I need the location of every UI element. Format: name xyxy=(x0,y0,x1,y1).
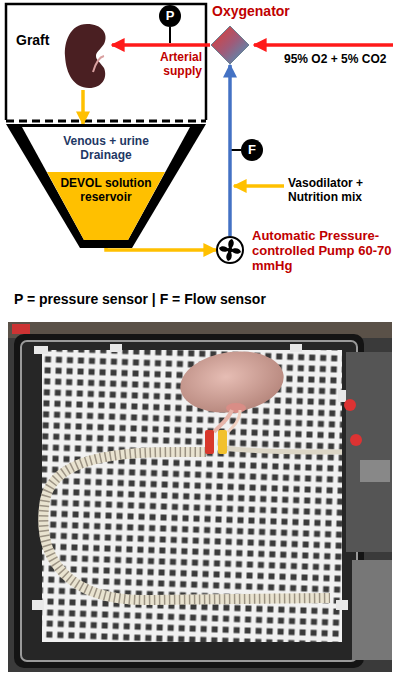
clip xyxy=(290,344,302,352)
node-text: DEVOL solution reservoir xyxy=(54,176,158,204)
line-label: Arterial supply xyxy=(138,50,202,78)
red-connector xyxy=(205,430,214,454)
kidney-outline xyxy=(65,24,106,88)
drainage-funnel: Venous + urine DrainageDEVOL solution re… xyxy=(6,124,206,248)
node-text: F xyxy=(241,139,263,161)
clip xyxy=(32,600,44,610)
flow-arrow xyxy=(81,90,85,124)
flow-arrow xyxy=(228,65,232,236)
bench-item xyxy=(12,324,30,334)
kidney-photo xyxy=(176,345,287,419)
graft-kidney: Graft xyxy=(62,22,112,90)
device xyxy=(352,560,392,660)
ureter xyxy=(228,410,240,432)
additive-label: Vasodilator + Nutrition mix xyxy=(288,176,392,204)
clip xyxy=(34,346,48,354)
kidney-shape xyxy=(62,22,112,90)
node-text: P xyxy=(159,5,181,27)
red-cap xyxy=(344,399,356,411)
node-text: Graft xyxy=(16,32,49,48)
red-cap xyxy=(350,434,362,446)
oxygenator-diamond xyxy=(210,25,250,65)
funnel-wall xyxy=(6,124,206,248)
additive-arrow xyxy=(234,184,284,188)
funnel-inside xyxy=(22,127,190,240)
sensor-key: P = pressure sensor | F = Flow sensor xyxy=(14,291,266,307)
node-text: Venous + urine Drainage xyxy=(46,134,166,162)
sensor-lead xyxy=(169,27,171,43)
pump-icon xyxy=(216,236,244,264)
oxygenator: Oxygenator xyxy=(210,25,250,65)
equipment xyxy=(346,352,392,552)
kidney-vessel xyxy=(93,56,104,72)
tray-wall xyxy=(21,341,357,661)
solution-fill xyxy=(47,172,165,240)
photo-ground xyxy=(8,322,392,672)
hilum xyxy=(226,403,246,413)
gas-label: 95% O2 + 5% CO2 xyxy=(284,52,386,66)
sensor-lead xyxy=(231,149,241,151)
photo xyxy=(8,322,392,672)
fitting xyxy=(360,460,390,482)
diamond-shape xyxy=(211,26,249,64)
fan-hub xyxy=(228,248,233,253)
pressure-sensor: P xyxy=(159,5,181,27)
tube-ribs xyxy=(43,452,330,600)
yellow-connector xyxy=(218,430,227,454)
clip xyxy=(336,600,348,610)
tray xyxy=(14,334,364,668)
cannula-tube xyxy=(43,452,330,600)
drain-grid xyxy=(6,120,206,123)
pump-casing xyxy=(217,237,243,263)
solution-reservoir: DEVOL solution reservoir xyxy=(47,172,165,240)
gas-supply-arrow xyxy=(254,43,393,47)
graft-chamber xyxy=(6,4,206,120)
flow-sensor: F xyxy=(241,139,263,161)
node-text: Oxygenator xyxy=(212,3,290,19)
tube xyxy=(222,448,342,452)
pump: Automatic Pressure-controlled Pump 60-70… xyxy=(216,236,244,264)
node-text: Automatic Pressure-controlled Pump 60-70… xyxy=(252,228,392,273)
flow-arrow xyxy=(112,43,210,47)
clip xyxy=(110,344,122,352)
